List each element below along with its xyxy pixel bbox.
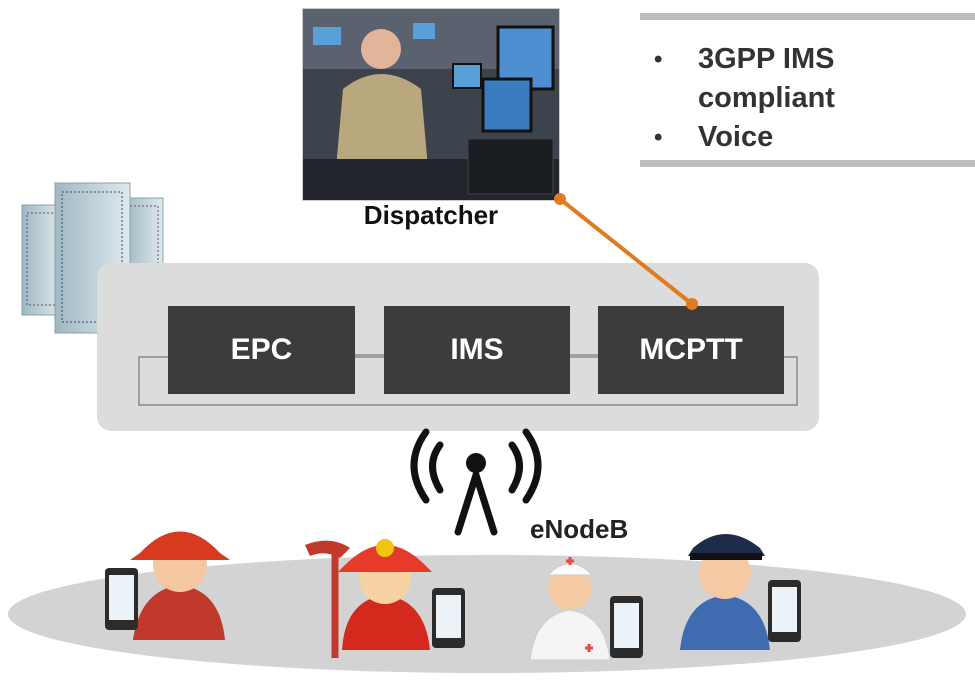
ims-mcptt-link <box>569 354 601 356</box>
epc-ims-link <box>354 354 388 356</box>
epc-box: EPC <box>168 306 355 394</box>
ims-box: IMS <box>384 306 570 394</box>
mcptt-box: MCPTT <box>598 306 784 394</box>
dispatcher-caption: Dispatcher <box>363 200 499 230</box>
feature-item: Voice <box>652 118 972 157</box>
feature-list: 3GPP IMS compliant Voice <box>652 40 972 157</box>
fire-chief-icon <box>305 539 465 658</box>
firefighter-icon <box>105 531 230 640</box>
police-officer-icon <box>680 534 801 650</box>
enodeb-label: eNodeB <box>530 514 629 544</box>
paramedic-icon <box>529 557 643 661</box>
dispatcher-photo <box>302 8 560 201</box>
top-divider <box>640 13 975 20</box>
feature-item: 3GPP IMS compliant <box>652 40 972 118</box>
bottom-divider <box>640 160 975 167</box>
